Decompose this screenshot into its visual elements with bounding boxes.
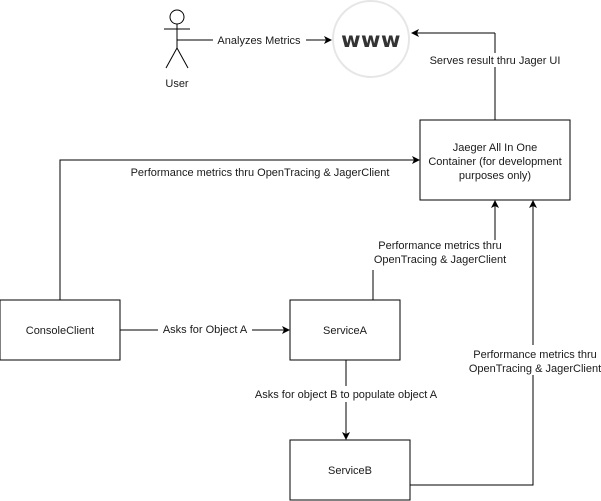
edge-servicea-to-jaeger: Performance metrics thru OpenTracing & J… (372, 200, 506, 300)
edge-servicea-to-serviceb: Asks for object B to populate object A (255, 360, 438, 440)
node-console-client[interactable]: ConsoleClient (0, 299, 121, 361)
edge-user-to-web: Analyzes Metrics (177, 33, 332, 47)
edge-label-asks-object-a: Asks for Object A (163, 324, 248, 336)
user-label: User (165, 78, 189, 90)
service-a-label: ServiceA (323, 325, 368, 337)
jaeger-label-line-3: purposes only) (459, 170, 531, 182)
www-globe-icon: www (332, 0, 410, 78)
edge-serviceb-to-jaeger: Performance metrics thru OpenTracing & J… (410, 200, 601, 486)
jaeger-label-line-2: Container (for development (428, 156, 561, 168)
edge-label-serviceb-metrics-1: Performance metrics thru (473, 349, 596, 361)
node-jaeger[interactable]: Jaeger All In One Container (for develop… (419, 119, 571, 201)
edge-label-serves-result: Serves result thru Jager UI (430, 55, 561, 67)
edge-jaeger-to-web: Serves result thru Jager UI (411, 29, 565, 120)
edge-label-servicea-metrics-2: OpenTracing & JagerClient (374, 254, 506, 266)
edge-label-serviceb-metrics-2: OpenTracing & JagerClient (469, 363, 601, 375)
user-actor-icon (164, 9, 190, 69)
edge-label-analyzes-metrics: Analyzes Metrics (217, 35, 301, 47)
edge-console-to-servicea: Asks for Object A (120, 324, 290, 336)
jaeger-label-line-1: Jaeger All In One (453, 142, 537, 154)
edge-label-servicea-metrics-1: Performance metrics thru (378, 240, 501, 252)
node-service-b[interactable]: ServiceB (289, 439, 411, 501)
edge-label-asks-object-b: Asks for object B to populate object A (255, 389, 438, 401)
edge-label-console-metrics: Performance metrics thru OpenTracing & J… (131, 167, 390, 179)
edge-console-to-jaeger: Performance metrics thru OpenTracing & J… (59, 156, 420, 300)
console-client-label: ConsoleClient (26, 325, 94, 337)
service-b-label: ServiceB (328, 465, 372, 477)
www-label: www (341, 28, 401, 52)
node-service-a[interactable]: ServiceA (289, 299, 401, 361)
